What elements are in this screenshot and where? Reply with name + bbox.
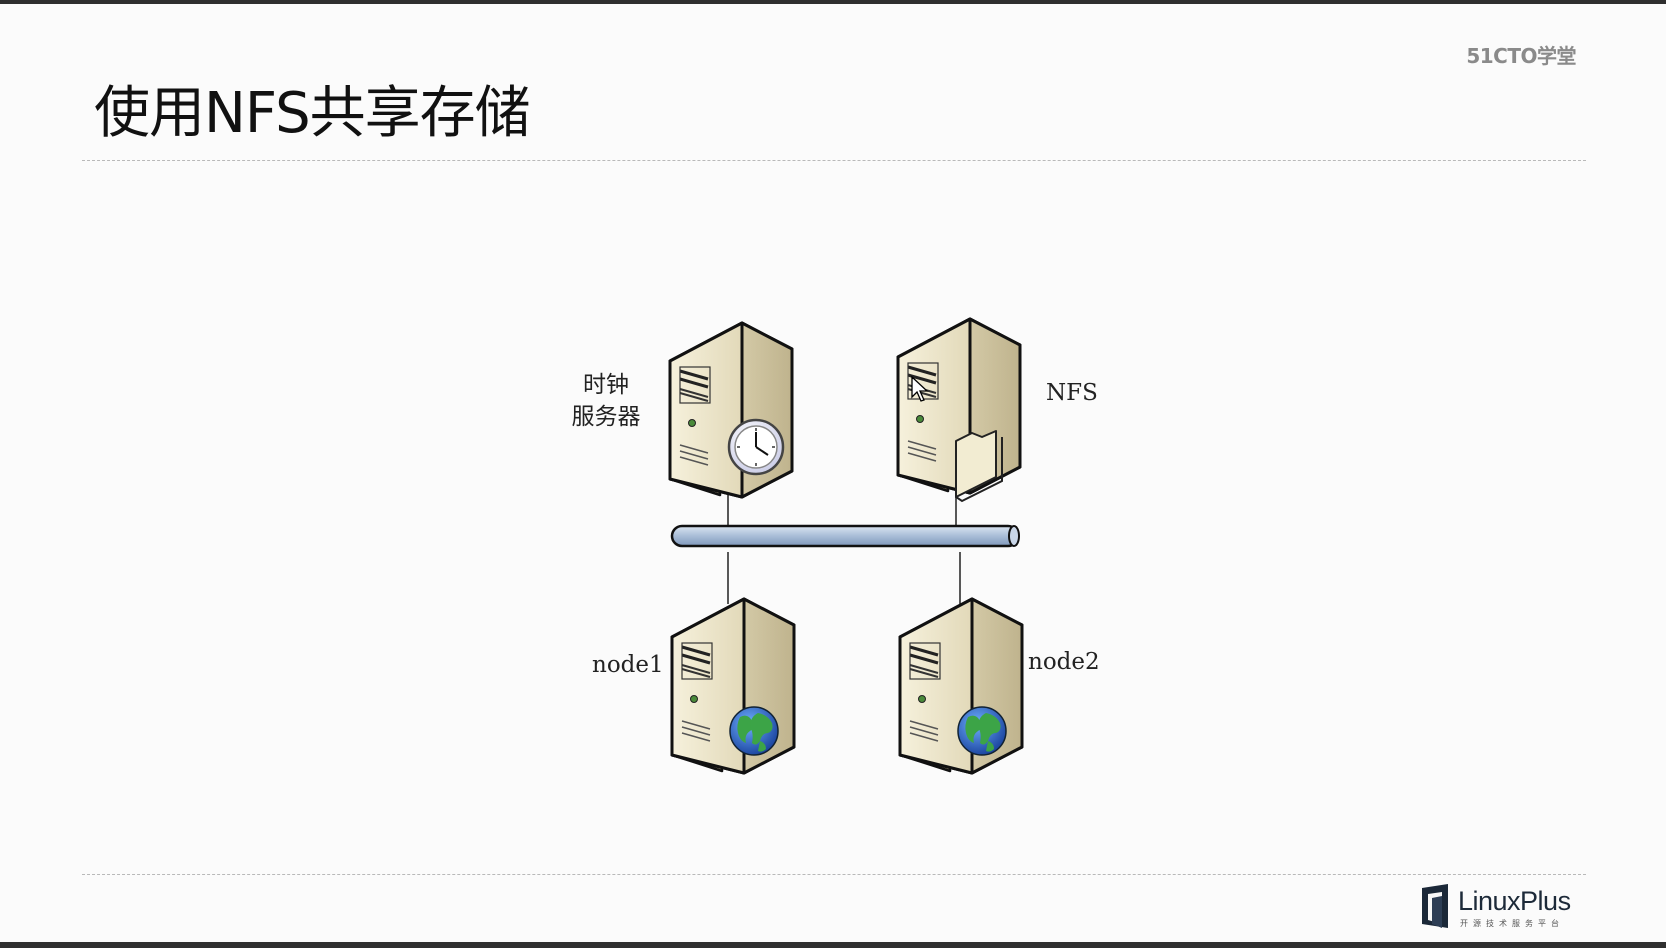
window-bottom-bar (0, 942, 1666, 948)
globe-icon (957, 706, 1007, 756)
nfs-topology-diagram: 时钟 服务器 NFS node1 node2 (572, 317, 1100, 775)
node2-server (898, 597, 1024, 775)
mouse-cursor-icon (911, 375, 929, 402)
node1-server (670, 597, 796, 775)
nfs-label: NFS (1046, 380, 1098, 406)
footer-divider (82, 874, 1586, 875)
logo-subtitle: 开源技术服务平台 (1460, 919, 1564, 928)
clock-server (668, 321, 794, 499)
node2-label: node2 (1028, 649, 1100, 675)
folder-icon (955, 430, 1003, 503)
network-bus (670, 524, 1020, 548)
linuxplus-logo: LinuxPlus 开源技术服务平台 (1418, 884, 1578, 934)
door-logo-icon (1422, 884, 1448, 928)
title-divider (82, 160, 1586, 161)
clock-server-label-line1: 时钟 (583, 372, 629, 398)
nfs-server (896, 317, 1022, 503)
slide: 51CTO学堂 使用NFS共享存储 (0, 4, 1666, 942)
clock-server-label-line2: 服务器 (572, 404, 641, 430)
logo-text: LinuxPlus (1458, 886, 1571, 916)
slide-title: 使用NFS共享存储 (94, 81, 531, 146)
brand-logo-51cto: 51CTO学堂 (1466, 44, 1576, 68)
window-top-bar (0, 0, 1666, 4)
clock-icon (727, 418, 785, 476)
globe-icon (729, 706, 779, 756)
node1-label: node1 (592, 652, 664, 678)
